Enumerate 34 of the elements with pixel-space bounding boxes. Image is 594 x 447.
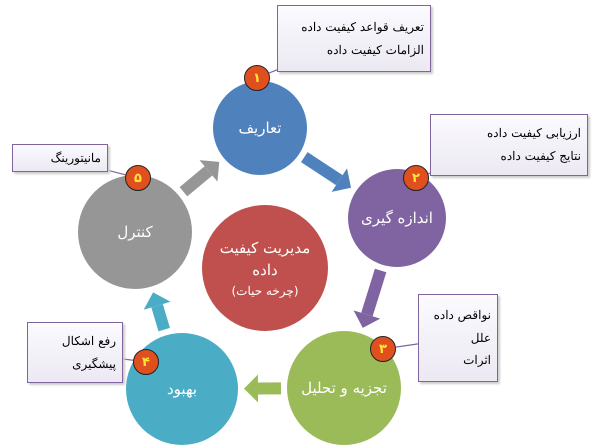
- callout-text: علل: [470, 330, 491, 347]
- circle-label: کنترل: [117, 222, 153, 243]
- callout-box: [430, 114, 588, 176]
- callout-text: نتایج کیفیت داده: [500, 148, 581, 165]
- leader-line: [122, 358, 134, 361]
- callout-box: [418, 294, 498, 382]
- number-badge: ۵: [125, 165, 151, 191]
- callout-text: مانیتورینگ: [50, 150, 101, 167]
- leader-line: [108, 170, 126, 176]
- callout-box: [12, 144, 108, 172]
- circle-label: بهبود: [166, 378, 198, 400]
- circle-subtitle: (چرخه حیات): [231, 282, 299, 300]
- block-arrow: [144, 292, 170, 332]
- circle-label: اندازه گیری: [361, 208, 433, 229]
- number-badge: ۱: [244, 65, 270, 91]
- number-badge: ۲: [403, 165, 429, 191]
- block-arrow: [301, 152, 352, 192]
- callout-text: رفع اشکال: [62, 332, 116, 350]
- callout-text: پیشگیری: [72, 356, 116, 373]
- leader-line: [268, 69, 278, 74]
- callout-box: [277, 5, 431, 72]
- leader-line: [396, 343, 418, 348]
- callout-text: تعریف قواعد کیفیت داده: [301, 18, 424, 36]
- callout-text: اثرات: [463, 352, 491, 370]
- block-arrow: [354, 268, 386, 328]
- callout-text: ارزیابی کیفیت داده: [486, 125, 581, 142]
- circle-label: تجزیه و تحلیل: [301, 378, 387, 399]
- callout-box: [27, 322, 123, 383]
- block-arrow: [180, 160, 220, 196]
- block-arrow: [244, 374, 282, 403]
- circle-label: مدیریت کیفیت داده: [218, 238, 312, 281]
- callout-text: الزامات کیفیت داده: [326, 42, 424, 59]
- callout-text: نواقص داده: [434, 306, 491, 324]
- circle-label: تعاریف: [238, 118, 282, 139]
